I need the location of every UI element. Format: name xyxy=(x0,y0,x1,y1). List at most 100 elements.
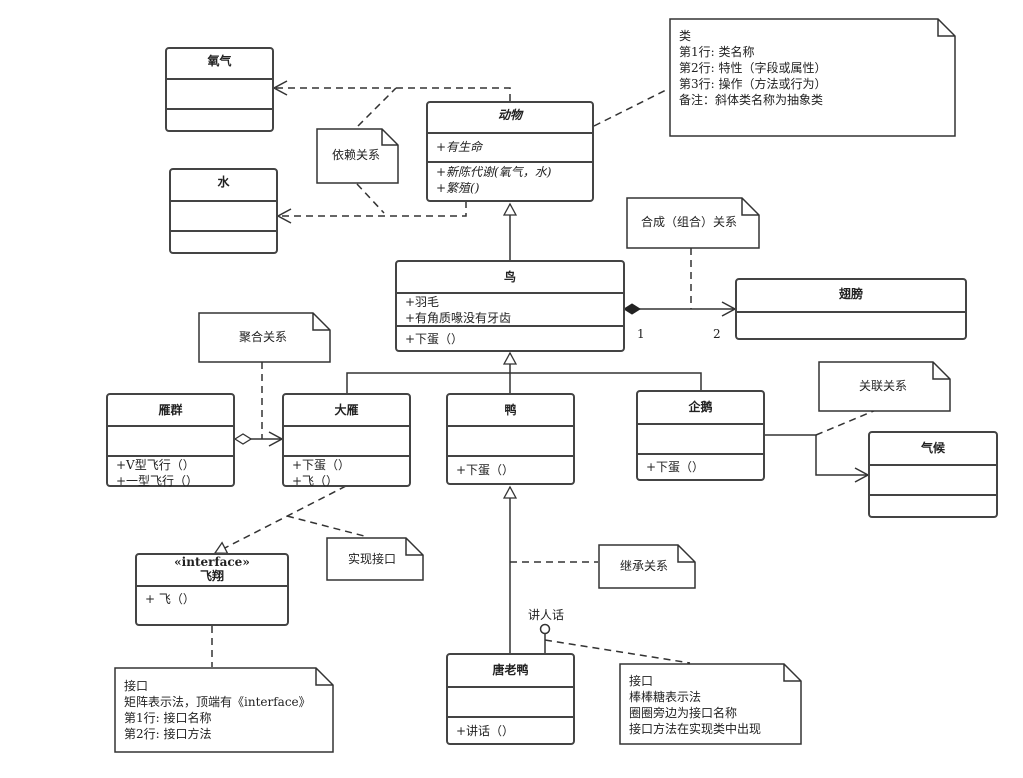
class-duck-attributes xyxy=(448,425,573,455)
class-climate-operations xyxy=(870,494,996,516)
class-note-anchor xyxy=(593,88,669,127)
class-duck-operations: +下蛋（） xyxy=(448,455,573,483)
lollipop-note-anchor xyxy=(544,639,691,664)
class-duck[interactable]: 鸭 +下蛋（） xyxy=(446,393,575,485)
class-bird-name: 鸟 xyxy=(503,270,516,284)
class-penguin-name: 企鹅 xyxy=(688,400,713,414)
class-goose-flock-attributes xyxy=(108,425,233,455)
note-line: 接口 xyxy=(629,674,654,688)
class-penguin-operation: +下蛋（） xyxy=(646,460,705,474)
class-water-operations xyxy=(171,230,276,252)
class-wing[interactable]: 翅膀 xyxy=(735,278,967,340)
interface-fly[interactable]: «interface» 飞翔 + 飞（） xyxy=(135,553,289,626)
lollipop-interface-label: 讲人话 xyxy=(528,608,565,622)
note-line: 第2行: 接口方法 xyxy=(124,727,212,741)
note-aggregation-text: 聚合关系 xyxy=(239,330,288,344)
class-wing-attributes xyxy=(737,311,965,338)
interface-fly-operations: + 飞（） xyxy=(137,585,287,624)
note-interface-text: 接口 矩阵表示法，顶端有《interface》 第1行: 接口名称 第2行: 接… xyxy=(124,678,311,742)
note-line: 第2行: 特性（字段或属性） xyxy=(679,61,827,75)
class-donald-duck[interactable]: 唐老鸭 +讲话（） xyxy=(446,653,575,745)
note-line: 矩阵表示法，顶端有《interface》 xyxy=(124,695,311,709)
note-association-text: 关联关系 xyxy=(859,379,908,393)
association-note-anchor xyxy=(815,409,877,436)
class-goose-flock-name: 雁群 xyxy=(158,403,183,417)
class-oxygen-operations xyxy=(167,108,272,130)
note-line: 第1行: 类名称 xyxy=(679,45,755,59)
class-donald-duck-attributes xyxy=(448,686,573,716)
class-animal-name: 动物 xyxy=(497,108,522,122)
class-donald-duck-operations: +讲话（） xyxy=(448,716,573,743)
class-oxygen-attributes xyxy=(167,78,272,108)
dependency-oxygen-line xyxy=(272,80,511,101)
realization-note-anchor xyxy=(286,515,369,538)
class-animal-attributes: +有生命 xyxy=(428,132,592,161)
note-inheritance-text: 继承关系 xyxy=(620,559,669,573)
inheritance-branch xyxy=(346,372,702,393)
class-climate-attributes xyxy=(870,464,996,494)
note-line: 第1行: 接口名称 xyxy=(124,711,212,725)
dependency-note-anchor-top xyxy=(357,87,397,127)
note-realization: 实现接口 xyxy=(326,537,424,581)
note-line: 圈圈旁边为接口名称 xyxy=(629,706,738,720)
class-climate-name: 气候 xyxy=(920,441,945,455)
class-animal-operation: +新陈代谢(氧气，水) xyxy=(436,165,552,179)
class-oxygen[interactable]: 氧气 xyxy=(165,47,274,132)
association-penguin-climate xyxy=(764,434,870,483)
class-goose[interactable]: 大雁 +下蛋（） +飞（） xyxy=(282,393,411,488)
class-animal-operation: +繁殖() xyxy=(436,181,480,195)
class-bird[interactable]: 鸟 +羽毛 +有角质喙没有牙齿 +下蛋（） xyxy=(395,260,625,352)
note-inheritance: 继承关系 xyxy=(598,544,696,589)
note-line: 备注：斜体类名称为抽象类 xyxy=(679,93,824,107)
class-climate[interactable]: 气候 xyxy=(868,431,998,518)
class-goose-operation: +飞（） xyxy=(292,474,339,488)
class-donald-duck-name: 唐老鸭 xyxy=(492,663,529,677)
dependency-water-line xyxy=(276,201,467,224)
note-lollipop-text: 接口 棒棒糖表示法 圈圈旁边为接口名称 接口方法在实现类中出现 xyxy=(629,673,761,737)
class-goose-flock-operation: +一型飞行（） xyxy=(116,474,199,488)
lollipop-interface-icon xyxy=(539,623,551,635)
interface-stereotype: «interface» xyxy=(174,555,250,569)
class-goose-flock[interactable]: 雁群 +V型飞行（） +一型飞行（） xyxy=(106,393,235,488)
class-goose-operation: +下蛋（） xyxy=(292,458,351,472)
class-penguin-operations: +下蛋（） xyxy=(638,453,763,479)
multiplicity-wing: 2 xyxy=(713,327,721,341)
note-aggregation: 聚合关系 xyxy=(198,312,331,363)
class-bird-attributes: +羽毛 +有角质喙没有牙齿 xyxy=(397,292,623,325)
class-penguin[interactable]: 企鹅 +下蛋（） xyxy=(636,390,765,481)
class-goose-flock-operation: +V型飞行（） xyxy=(116,458,195,472)
note-class-legend-text: 类 第1行: 类名称 第2行: 特性（字段或属性） 第3行: 操作（方法或行为）… xyxy=(679,28,827,108)
realization-goose-interface xyxy=(215,485,347,553)
class-goose-attributes xyxy=(284,425,409,455)
note-line: 类 xyxy=(679,29,692,43)
note-composition-text: 合成（组合）关系 xyxy=(641,215,738,229)
note-association: 关联关系 xyxy=(818,361,951,412)
note-line: 棒棒糖表示法 xyxy=(629,690,702,704)
class-goose-flock-operations: +V型飞行（） +一型飞行（） xyxy=(108,455,233,488)
class-duck-operation: +下蛋（） xyxy=(456,463,515,477)
interface-fly-operation: + 飞（） xyxy=(145,592,195,606)
class-duck-name: 鸭 xyxy=(504,403,517,417)
class-animal-attribute: +有生命 xyxy=(436,140,483,154)
class-goose-operations: +下蛋（） +飞（） xyxy=(284,455,409,488)
class-bird-attribute: +羽毛 xyxy=(405,295,440,309)
multiplicity-bird: 1 xyxy=(637,327,645,341)
class-animal[interactable]: 动物 +有生命 +新陈代谢(氧气，水) +繁殖() xyxy=(426,101,594,202)
note-composition: 合成（组合）关系 xyxy=(626,197,760,249)
class-animal-operations: +新陈代谢(氧气，水) +繁殖() xyxy=(428,161,592,200)
class-oxygen-name: 氧气 xyxy=(207,54,232,68)
class-wing-name: 翅膀 xyxy=(838,287,863,301)
note-class-legend: 类 第1行: 类名称 第2行: 特性（字段或属性） 第3行: 操作（方法或行为）… xyxy=(669,18,956,137)
class-water-attributes xyxy=(171,200,276,230)
class-water-name: 水 xyxy=(217,175,230,189)
note-dependency: 依赖关系 xyxy=(316,128,399,184)
class-water[interactable]: 水 xyxy=(169,168,278,254)
note-line: 第3行: 操作（方法或行为） xyxy=(679,77,827,91)
note-lollipop: 接口 棒棒糖表示法 圈圈旁边为接口名称 接口方法在实现类中出现 xyxy=(619,663,802,745)
class-donald-duck-operation: +讲话（） xyxy=(456,724,515,738)
interface-fly-header: «interface» 飞翔 xyxy=(137,555,287,585)
note-line: 接口 xyxy=(124,679,149,693)
note-realization-text: 实现接口 xyxy=(348,552,397,566)
